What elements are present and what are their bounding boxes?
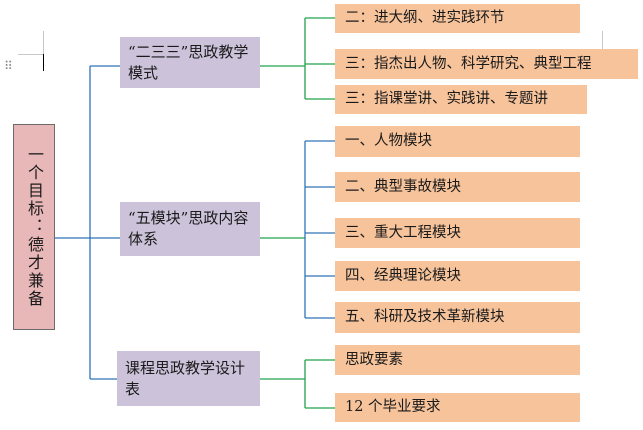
branch-node-label: 课程思政教学设计表 (125, 358, 246, 398)
leaf-node-label: 12 个毕业要求 (345, 399, 441, 415)
leaf-node-label: 三：指课堂讲、实践讲、专题讲 (345, 91, 548, 107)
root-node: 一个目标：德才兼备 (13, 124, 55, 330)
leaf-node-label: 二：进大纲、进实践环节 (345, 10, 505, 26)
page-crop-mark (43, 31, 44, 54)
leaf-node: 思政要素 (335, 345, 580, 375)
page-crop-mark (602, 31, 603, 54)
leaf-node: 三：指课堂讲、实践讲、专题讲 (335, 85, 587, 114)
leaf-node-label: 思政要素 (345, 351, 403, 368)
branch-node-label: “五模块”思政内容体系 (128, 209, 249, 248)
leaf-node: 三：指杰出人物、科学研究、典型工程 (335, 49, 638, 79)
leaf-node: 12 个毕业要求 (335, 393, 580, 422)
branch-node-teaching-mode: “二三三”思政教学模式 (120, 37, 260, 88)
leaf-node: 三、重大工程模块 (335, 218, 580, 248)
leaf-node-label: 五、科研及技术革新模块 (345, 309, 505, 325)
leaf-node: 二、典型事故模块 (335, 172, 580, 202)
leaf-node: 四、经典理论模块 (335, 261, 580, 291)
text-cursor (43, 54, 44, 71)
leaf-node: 二：进大纲、进实践环节 (335, 4, 580, 33)
leaf-node-label: 三、重大工程模块 (345, 224, 461, 241)
branch-node-design-table: 课程思政教学设计表 (117, 351, 260, 406)
branch-node-label: “二三三”思政教学模式 (128, 42, 249, 82)
leaf-node: 五、科研及技术革新模块 (335, 302, 580, 333)
leaf-node-label: 四、经典理论模块 (345, 267, 461, 284)
leaf-node: 一、人物模块 (335, 126, 580, 157)
branch-node-content-system: “五模块”思政内容体系 (120, 202, 260, 256)
root-node-label: 一个目标：德才兼备 (25, 146, 44, 308)
drag-handle-icon[interactable]: ⠿ (4, 59, 13, 73)
leaf-node-label: 二、典型事故模块 (345, 178, 461, 195)
page-crop-mark (18, 54, 43, 55)
leaf-node-label: 一、人物模块 (345, 133, 432, 149)
leaf-node-label: 三：指杰出人物、科学研究、典型工程 (345, 55, 592, 72)
